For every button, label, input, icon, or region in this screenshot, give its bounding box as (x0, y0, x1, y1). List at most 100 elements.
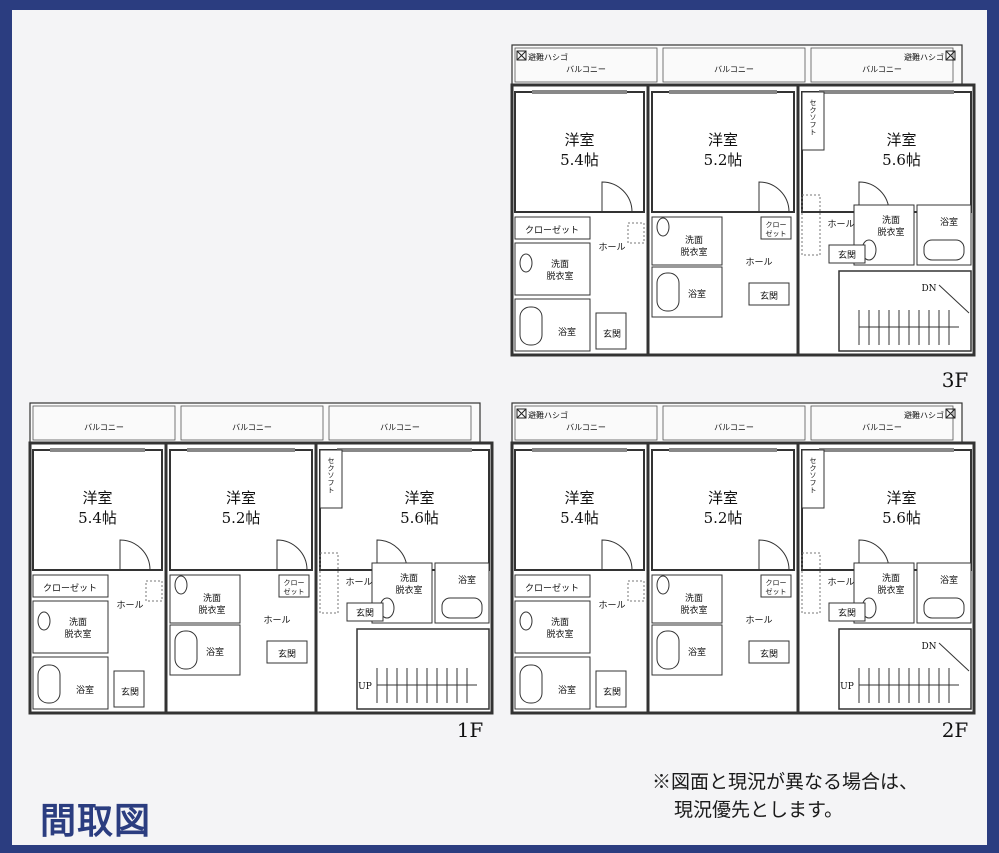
bath-label: 浴室 (206, 646, 224, 658)
room-name-1: 洋室 (564, 131, 594, 149)
hall-label: ホール (116, 600, 143, 611)
floor-label-2f: 2F (942, 718, 969, 742)
washroom-label: 洗面 (400, 572, 418, 584)
balcony-label-3: バルコニー (862, 65, 902, 74)
balcony-2 (662, 47, 806, 83)
closet-short-label-2: ゼット (766, 587, 787, 596)
bathtub-icon (923, 239, 965, 261)
balcony-1 (32, 405, 176, 441)
balcony-3 (328, 405, 472, 441)
entrance-2 (266, 640, 308, 664)
closet-label: クローゼット (525, 582, 579, 594)
closet-small (760, 574, 792, 598)
entrance-1 (113, 670, 145, 708)
washroom-label: 洗面 (685, 592, 703, 604)
shoe-rack (801, 552, 821, 614)
bathtub-icon (174, 630, 198, 670)
bathtub-icon (656, 272, 680, 312)
room-size-3: 5.6帖 (882, 509, 921, 527)
svg-text:ト: ト (810, 486, 817, 494)
closet-short-label: クロー (766, 579, 787, 587)
entrance-1 (595, 670, 627, 708)
washroom-label: 洗面 (882, 572, 900, 584)
escape-ladder-left-icon (516, 408, 527, 419)
floor-plan-3f: バルコニーバルコニーバルコニー避難ハシゴ避難ハシゴ洋室5.4帖洋室5.2帖洋室5… (510, 44, 976, 357)
entrance-label: 玄関 (121, 686, 139, 698)
floor-plan-1f: バルコニーバルコニーバルコニー洋室5.4帖洋室5.2帖洋室5.6帖クローゼット洗… (28, 402, 494, 715)
washroom-label: 洗面 (551, 616, 569, 628)
washroom-2 (169, 574, 241, 624)
svg-text:ソ: ソ (810, 472, 817, 480)
escape-ladder-right-label: 避難ハシゴ (904, 410, 944, 420)
svg-text:ク: ク (810, 106, 817, 114)
svg-text:ク: ク (328, 464, 335, 472)
washroom-1 (32, 600, 109, 654)
washroom-label-2: 脱衣室 (680, 604, 707, 616)
balcony-label-2: バルコニー (714, 65, 754, 74)
door-swing (758, 181, 790, 213)
room-name-1: 洋室 (82, 489, 112, 507)
disclaimer-note: ※図面と現況が異なる場合は、 現況優先とします。 (652, 768, 918, 824)
bath-2 (169, 624, 241, 676)
balcony-2 (662, 405, 806, 441)
door-swing (601, 539, 633, 571)
entrance-label: 玄関 (603, 686, 621, 698)
washroom-label-2: 脱衣室 (546, 270, 573, 282)
room-2 (651, 91, 795, 213)
bath-label: 浴室 (558, 684, 576, 696)
entrance-1 (595, 312, 627, 350)
hall-label: ホール (745, 615, 772, 626)
closet-short-label-2: ゼット (284, 587, 305, 596)
stair-down-label: DN (921, 642, 936, 652)
washroom-label: 洗面 (882, 214, 900, 226)
closet-box (514, 216, 591, 240)
shoe-rack (627, 222, 645, 244)
closet-small (760, 216, 792, 240)
balcony-1 (514, 47, 658, 83)
bath-label: 浴室 (688, 646, 706, 658)
stair-up-label: UP (358, 682, 372, 692)
bath-label: 浴室 (940, 216, 958, 228)
escape-ladder-right-label: 避難ハシゴ (904, 52, 944, 62)
washroom-label-2: 脱衣室 (198, 604, 225, 616)
hall-label: ホール (827, 219, 854, 230)
bath-1 (514, 656, 591, 710)
room-name-3: 洋室 (886, 131, 916, 149)
floor-plan-2f: バルコニーバルコニーバルコニー避難ハシゴ避難ハシゴ洋室5.4帖洋室5.2帖洋室5… (510, 402, 976, 715)
security-box (801, 91, 825, 151)
escape-ladder-left-label: 避難ハシゴ (528, 410, 568, 420)
entrance-3 (828, 602, 866, 622)
bath-label: 浴室 (76, 684, 94, 696)
door-swing (758, 539, 790, 571)
entrance-label: 玄関 (356, 607, 374, 619)
entrance-label: 玄関 (760, 290, 778, 302)
disclaimer-line-1: ※図面と現況が異なる場合は、 (652, 771, 919, 793)
closet-box (514, 574, 591, 598)
toilet-icon (519, 611, 533, 631)
balcony-label-2: バルコニー (714, 423, 754, 432)
closet-box (32, 574, 109, 598)
room-size-2: 5.2帖 (222, 509, 261, 527)
door-swing (276, 539, 308, 571)
shoe-rack (145, 580, 163, 602)
bath-3 (434, 562, 490, 624)
shoe-rack (627, 580, 645, 602)
hall-label: ホール (745, 257, 772, 268)
washroom-label-2: 脱衣室 (877, 226, 904, 238)
room-size-1: 5.4帖 (560, 151, 599, 169)
room-name-1: 洋室 (564, 489, 594, 507)
svg-text:ソ: ソ (328, 472, 335, 480)
svg-text:フ: フ (810, 479, 817, 487)
hall-label: ホール (598, 600, 625, 611)
washroom-label: 洗面 (203, 592, 221, 604)
washroom-label: 洗面 (551, 258, 569, 270)
escape-ladder-right-icon (945, 50, 956, 61)
bathtub-icon (519, 664, 543, 704)
hall-label: ホール (263, 615, 290, 626)
stair-up-label: UP (840, 682, 854, 692)
room-size-2: 5.2帖 (704, 509, 743, 527)
closet-short-label: クロー (284, 579, 305, 587)
